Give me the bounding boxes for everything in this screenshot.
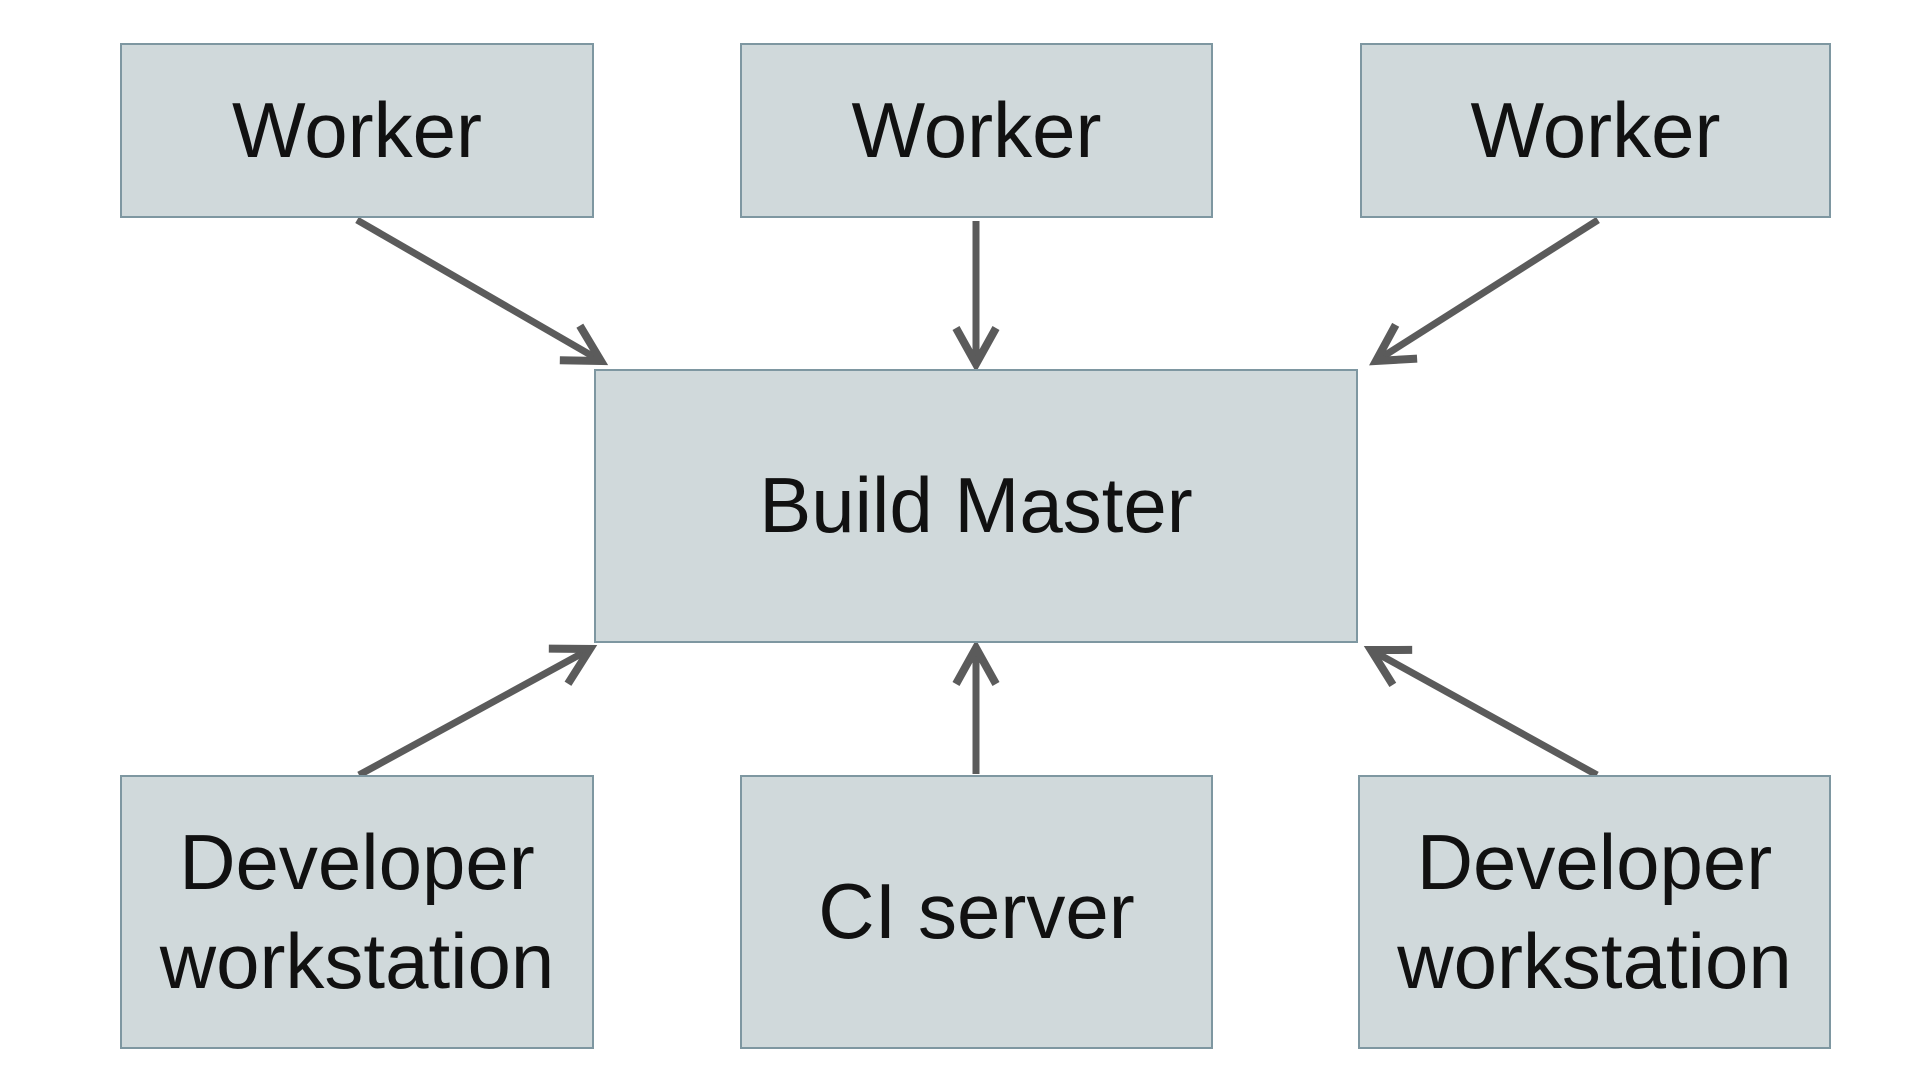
node-ci-server: CI server: [740, 775, 1213, 1049]
arrow-devworkstation-left-to-build-master: [357, 644, 598, 779]
node-worker-top-right: Worker: [1360, 43, 1831, 218]
arrow-devworkstation-right-to-build-master: [1363, 645, 1599, 779]
node-label: Worker: [1470, 85, 1721, 174]
node-developer-workstation-left: Developer workstation: [120, 775, 594, 1049]
node-label: CI server: [818, 867, 1135, 956]
node-worker-top-left: Worker: [120, 43, 594, 218]
node-label: Worker: [232, 85, 482, 174]
node-build-master: Build Master: [594, 369, 1358, 643]
node-label: Developer workstation: [159, 817, 555, 1005]
node-developer-workstation-right: Developer workstation: [1358, 775, 1831, 1049]
node-label: Build Master: [759, 461, 1193, 550]
arrow-worker-left-to-build-master: [355, 216, 609, 366]
node-worker-top-center: Worker: [740, 43, 1213, 218]
node-label: Worker: [851, 85, 1102, 174]
arrow-worker-right-to-build-master: [1369, 217, 1600, 366]
node-label: Developer workstation: [1397, 817, 1792, 1005]
